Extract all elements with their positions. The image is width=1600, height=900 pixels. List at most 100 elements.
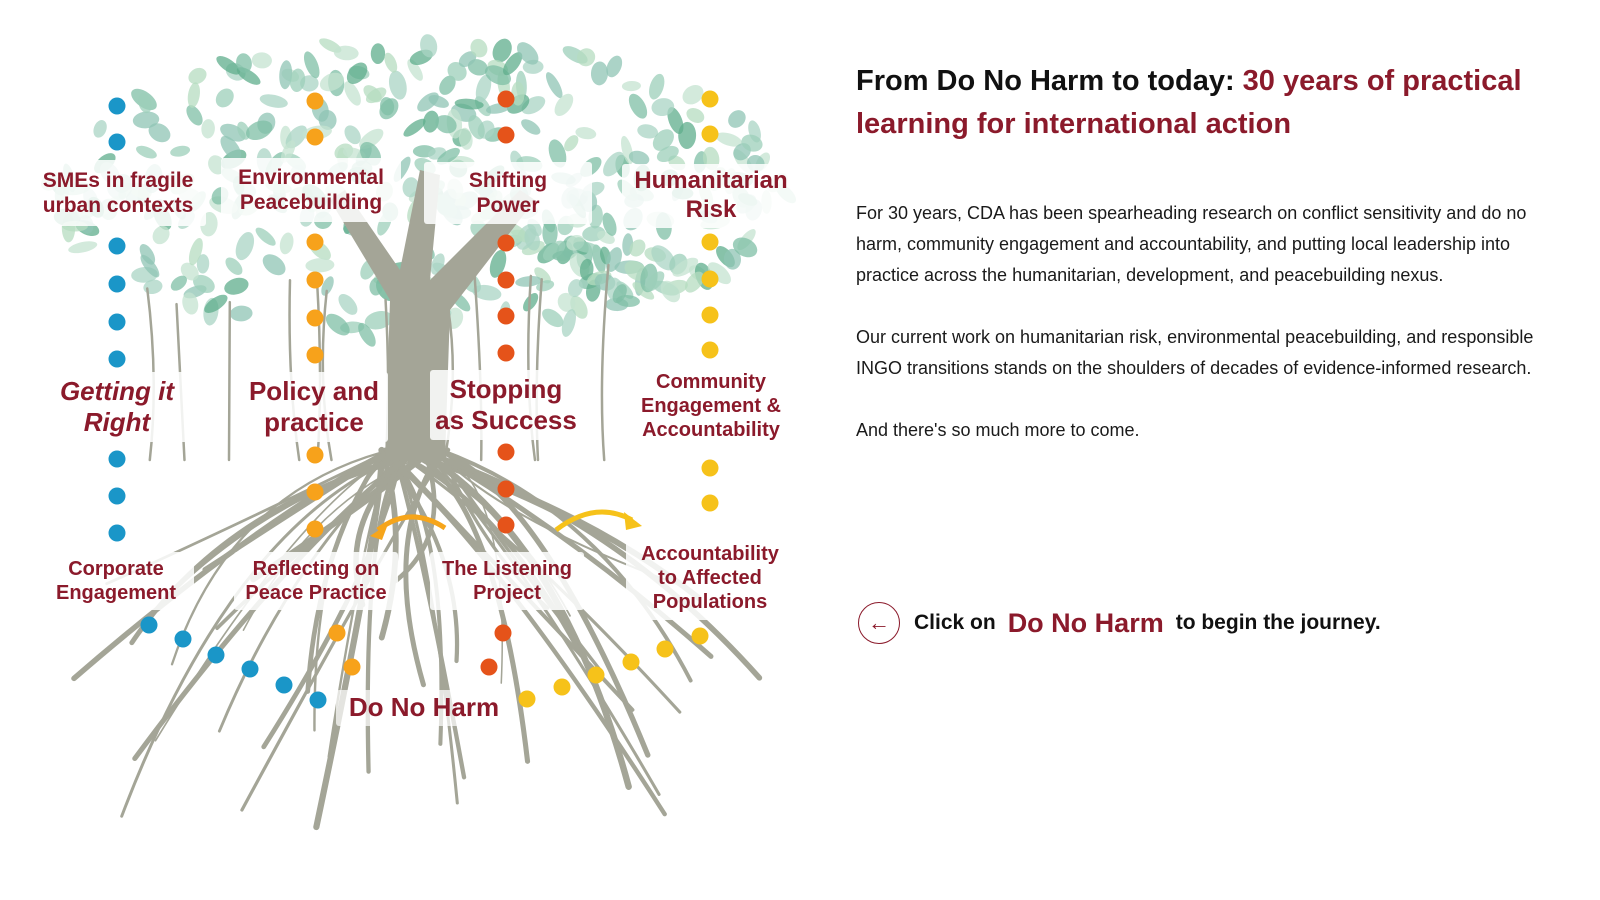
leaf xyxy=(667,107,684,135)
timeline-dot xyxy=(108,524,126,542)
leaf xyxy=(379,98,399,120)
leaf xyxy=(561,309,576,337)
leaf xyxy=(628,150,650,166)
leaf xyxy=(534,267,551,284)
timeline-dot xyxy=(701,233,719,251)
timeline-dot xyxy=(656,640,674,658)
leaf xyxy=(632,282,655,300)
leaf xyxy=(503,52,523,76)
root xyxy=(394,448,459,805)
leaf xyxy=(384,52,398,73)
label-line: Power xyxy=(476,194,540,217)
leaf xyxy=(279,60,293,90)
leaf xyxy=(602,212,617,236)
leaf xyxy=(521,119,541,135)
leaf xyxy=(148,123,171,143)
label-line: SMEs in fragile xyxy=(42,168,194,192)
timeline-dot xyxy=(306,446,324,464)
leaf xyxy=(707,262,731,285)
leaf xyxy=(333,45,359,61)
leaf xyxy=(407,59,423,81)
leaf xyxy=(557,292,576,312)
leaf xyxy=(305,258,335,273)
timeline-dot xyxy=(306,309,324,327)
label-line: to Affected xyxy=(658,567,762,589)
leaf xyxy=(344,125,361,145)
leaf xyxy=(628,93,648,119)
leaf xyxy=(732,237,758,258)
timeline-dot xyxy=(306,233,324,251)
leaf xyxy=(542,308,564,328)
timeline-dot xyxy=(108,275,126,293)
leaf xyxy=(204,294,228,313)
leaf xyxy=(649,73,665,100)
leaf xyxy=(279,232,294,255)
do-no-harm-link[interactable]: Do No Harm xyxy=(1007,607,1164,638)
leaf xyxy=(140,254,160,278)
leaf xyxy=(728,110,746,128)
leaf xyxy=(590,61,609,86)
label-line: Getting it xyxy=(59,375,175,406)
leaf xyxy=(325,313,350,336)
arrow-left-circle-icon[interactable]: ← xyxy=(858,602,900,644)
timeline-dot xyxy=(701,306,719,324)
timeline-dot xyxy=(494,624,512,642)
tree-illustration xyxy=(40,34,797,831)
cta-row: ← Click on Do No Harm to begin the journ… xyxy=(858,602,1381,644)
page-title: From Do No Harm to today: 30 years of pr… xyxy=(856,60,1536,146)
label-line: Populations xyxy=(652,591,768,613)
leaf xyxy=(188,67,207,85)
label-line: Do No Harm xyxy=(348,692,500,723)
leaf xyxy=(467,59,488,76)
leaf xyxy=(454,98,484,110)
timeline-dot xyxy=(309,691,327,709)
leaf xyxy=(651,98,675,117)
label-line: The Listening xyxy=(442,558,572,580)
timeline-dot xyxy=(306,128,324,146)
leaf xyxy=(170,145,191,157)
leaf xyxy=(187,82,200,108)
title-part2: 30 years of practical learning for inter… xyxy=(856,65,1522,140)
label-line: Policy and xyxy=(248,375,380,406)
timeline-dot xyxy=(207,646,225,664)
root xyxy=(202,447,394,572)
leaf xyxy=(723,248,741,270)
leaf xyxy=(564,135,579,152)
leaf xyxy=(439,75,456,95)
intro-paragraph: Our current work on humanitarian risk, e… xyxy=(856,327,1534,378)
leaf xyxy=(475,74,492,103)
leaf xyxy=(93,120,107,138)
leaf xyxy=(552,250,575,261)
leaf xyxy=(259,94,288,108)
leaf xyxy=(678,121,697,149)
leaf xyxy=(68,241,98,254)
leaf xyxy=(542,240,566,261)
timeline-dot xyxy=(497,90,515,108)
timeline-dot xyxy=(701,90,719,108)
timeline-dot xyxy=(701,459,719,477)
leaf xyxy=(545,72,563,99)
tree-roots xyxy=(71,253,763,831)
arrow-left-icon xyxy=(376,514,447,533)
leaf xyxy=(682,85,704,105)
label-line: Stopping xyxy=(449,373,563,404)
label-line: Environmental xyxy=(238,165,384,189)
leaf xyxy=(319,72,345,92)
leaf xyxy=(741,134,763,152)
timeline-dot xyxy=(691,627,709,645)
leaf xyxy=(182,292,199,315)
label-line: Reflecting on xyxy=(252,558,380,580)
label-do-no-harm[interactable]: Do No Harm xyxy=(336,690,512,726)
